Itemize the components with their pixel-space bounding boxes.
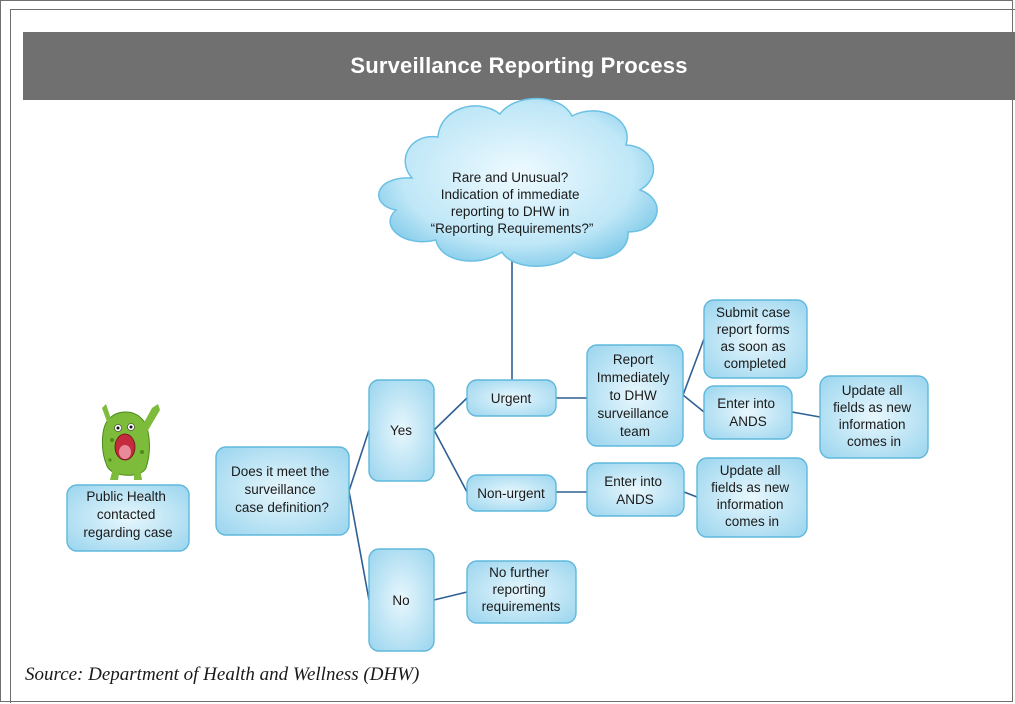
node-public-health-line-2: contacted [97, 507, 156, 522]
cloud-line-1: Rare and Unusual? [452, 170, 568, 185]
node-question-line-1: Does it meet the [231, 464, 329, 479]
inner-frame [10, 9, 1015, 703]
svg-text:Update all fields as new: Update all fields as new information com… [711, 463, 793, 529]
node-enter-ands-nonurgent: Enter into ANDS [586, 462, 685, 517]
node-update-urgent-line-3: information [839, 417, 906, 432]
node-report-line-5: team [620, 424, 650, 439]
node-update-urgent-line-2: fields as new [833, 400, 911, 415]
svg-text:Submit case report forms: Submit case report forms as soon as comp… [716, 305, 794, 371]
node-update-nonurgent: Update all fields as new information com… [696, 457, 808, 538]
node-no: No [368, 548, 435, 652]
svg-text:Enter into ANDS: Enter into ANDS [717, 396, 779, 429]
node-update-nonurgent-line-3: information [717, 497, 784, 512]
connectors [348, 258, 821, 601]
svg-text:Urgent: Urgent [491, 391, 532, 406]
cloud-text: Rare and Unusual? Indication of immediat… [431, 170, 594, 236]
node-enter-urgent-line-2: ANDS [729, 414, 767, 429]
node-public-health-line-3: regarding case [83, 525, 172, 540]
connector-report-submit [682, 338, 705, 396]
node-no-further: No further reporting requirements [466, 560, 577, 624]
connector-question-yes [348, 429, 370, 492]
node-update-nonurgent-line-2: fields as new [711, 480, 789, 495]
node-urgent: Urgent [466, 379, 557, 417]
diagram-title: Surveillance Reporting Process [350, 53, 688, 78]
node-non-urgent: Non-urgent [466, 474, 557, 512]
node-submit-forms: Submit case report forms as soon as comp… [703, 299, 808, 379]
node-question: Does it meet the surveillance case defin… [215, 446, 350, 536]
connector-yes-urgent [433, 397, 468, 431]
node-submit-line-3: as soon as [720, 339, 786, 354]
decision-cloud: Rare and Unusual? Indication of immediat… [378, 97, 658, 267]
connector-report-enter [682, 394, 705, 413]
connector-yes-nonurgent [433, 429, 468, 493]
svg-text:No: No [392, 593, 409, 608]
svg-text:No further reporting: No further reporting requirements [482, 565, 561, 614]
title-bar: Surveillance Reporting Process [23, 32, 1015, 100]
node-update-urgent: Update all fields as new information com… [819, 375, 929, 459]
cloud-line-4: “Reporting Requirements?” [431, 221, 594, 236]
node-non-urgent-label: Non-urgent [477, 486, 545, 501]
cloud-line-3: reporting to DHW in [451, 204, 570, 219]
node-public-health: Public Health contacted regarding case [66, 484, 190, 552]
node-yes-label: Yes [390, 423, 412, 438]
svg-text:Does it meet the surveil: Does it meet the surveillance case defin… [231, 464, 333, 515]
node-report-line-4: surveillance [597, 406, 668, 421]
node-submit-line-2: report forms [717, 322, 790, 337]
node-submit-line-4: completed [724, 356, 786, 371]
node-report-immediately: Report Immediately to DHW surveillance t… [586, 344, 684, 447]
svg-text:Yes: Yes [390, 423, 412, 438]
connector-enter-update [791, 411, 821, 418]
node-update-nonurgent-line-1: Update all [720, 463, 781, 478]
node-urgent-label: Urgent [491, 391, 532, 406]
node-update-urgent-line-1: Update all [842, 383, 903, 398]
source-caption: Source: Department of Health and Wellnes… [25, 664, 420, 685]
node-update-nonurgent-line-4: comes in [725, 514, 779, 529]
node-submit-line-1: Submit case [716, 305, 790, 320]
node-no-further-line-3: requirements [482, 599, 561, 614]
node-public-health-line-1: Public Health [86, 489, 166, 504]
connector-enter-update-nonurgent [683, 491, 698, 498]
node-question-line-2: surveillance [244, 482, 315, 497]
svg-text:Report Immediately: Report Immediately to DHW surveillance t… [597, 352, 674, 439]
node-enter-nonurgent-line-2: ANDS [616, 492, 654, 507]
node-report-line-3: to DHW [609, 388, 657, 403]
node-report-line-2: Immediately [597, 370, 670, 385]
node-report-line-1: Report [613, 352, 654, 367]
node-enter-urgent-line-1: Enter into [717, 396, 775, 411]
node-enter-ands-urgent: Enter into ANDS [703, 385, 793, 440]
node-yes: Yes [368, 379, 435, 482]
svg-text:Update all fields as new: Update all fields as new information com… [833, 383, 915, 449]
node-question-line-3: case definition? [235, 500, 329, 515]
node-no-label: No [392, 593, 409, 608]
svg-text:Enter into ANDS: Enter into ANDS [604, 474, 666, 507]
connector-no-nofurther [433, 591, 468, 601]
svg-text:Non-urgent: Non-urgent [477, 486, 545, 501]
node-no-further-line-1: No further [489, 565, 550, 580]
node-no-further-line-2: reporting [492, 582, 545, 597]
green-germ-monster-icon [102, 404, 160, 480]
node-update-urgent-line-4: comes in [847, 434, 901, 449]
node-enter-nonurgent-line-1: Enter into [604, 474, 662, 489]
connector-question-no [348, 490, 370, 601]
cloud-line-2: Indication of immediate [441, 187, 580, 202]
svg-text:Public Health contacted: Public Health contacted regarding case [83, 489, 172, 540]
